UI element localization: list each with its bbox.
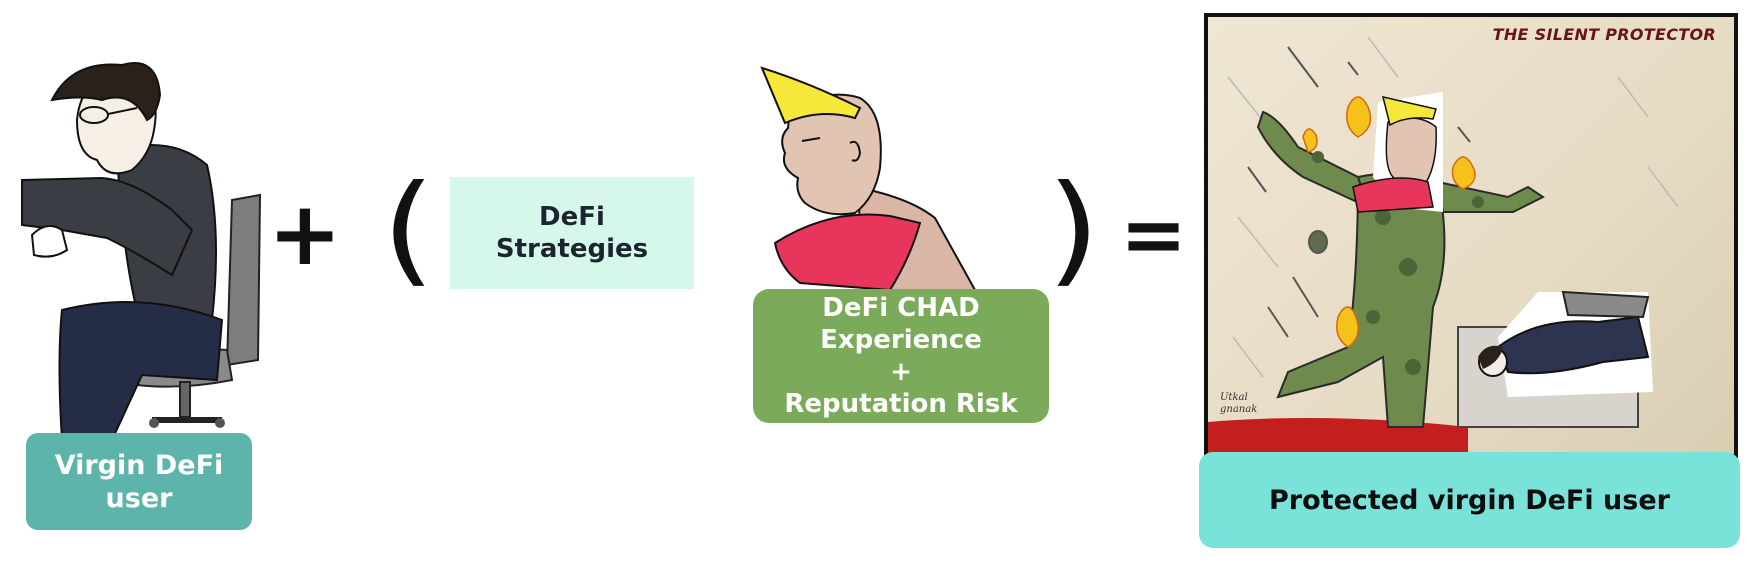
chad-label-line2: Experience	[820, 325, 982, 355]
defi-chad-label: DeFi CHAD Experience + Reputation Risk	[753, 289, 1049, 423]
comic-artwork	[1208, 36, 1679, 454]
plus-operator: +	[268, 182, 342, 285]
jeans	[58, 301, 224, 441]
glasses-icon	[79, 106, 138, 124]
outstretched-arm	[21, 176, 194, 277]
chad-label-line1: DeFi CHAD	[822, 293, 980, 323]
sleeping-virgin	[1496, 315, 1650, 375]
close-parenthesis: )	[1046, 160, 1101, 299]
virgin-user-label: Virgin DeFi user	[26, 433, 252, 530]
comic-title: THE SILENT PROTECTOR	[1492, 25, 1716, 44]
open-parenthesis: (	[381, 160, 436, 299]
projectiles-icon	[1247, 46, 1471, 338]
virgin-user-illustration	[21, 62, 262, 441]
chad-illustration	[760, 66, 977, 292]
chad-head	[781, 93, 882, 216]
defi-strategies-box: DeFi Strategies	[450, 177, 694, 289]
artist-signature: Utkal gnanak	[1220, 392, 1258, 415]
chad-label-line3: Reputation Risk	[784, 389, 1018, 419]
messy-hair	[50, 62, 162, 122]
defi-strategies-text: DeFi Strategies	[495, 202, 649, 264]
chad-shirt	[773, 213, 922, 292]
equals-operator: =	[1120, 188, 1188, 281]
chad-label-plus: +	[890, 357, 912, 387]
chad-hair	[760, 66, 862, 125]
silent-protector-comic: THE SILENT PROTECTOR	[1204, 13, 1738, 458]
protected-user-label: Protected virgin DeFi user	[1199, 452, 1740, 548]
flame-icon	[1302, 96, 1476, 348]
